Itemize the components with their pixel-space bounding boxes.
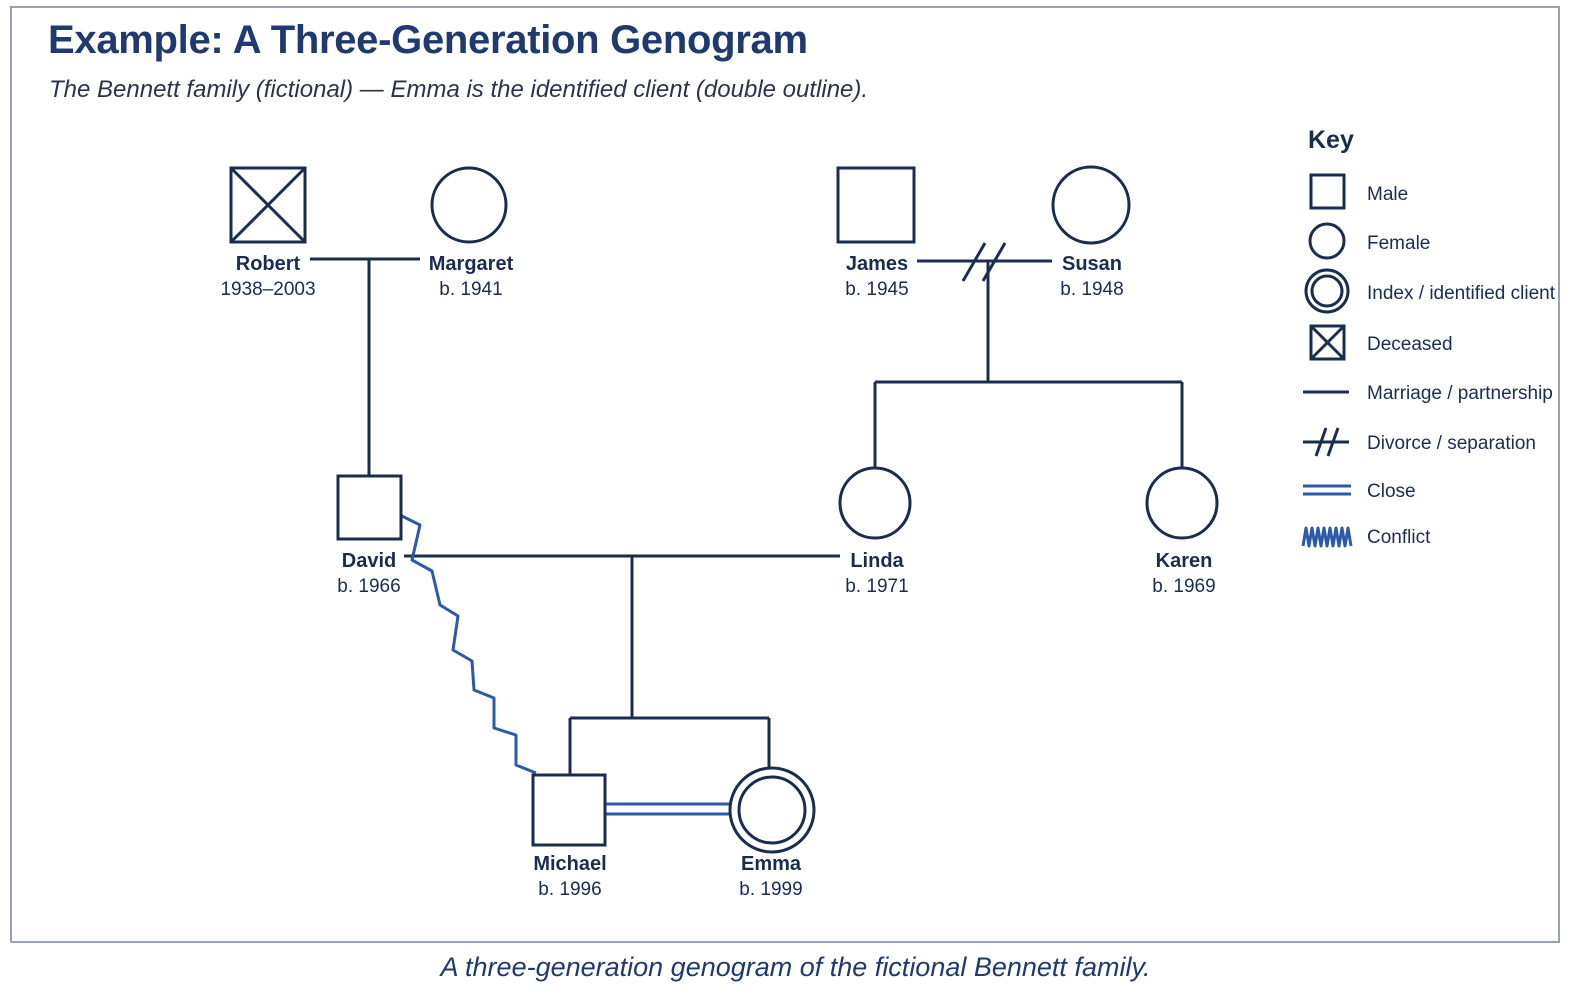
karen-name: Karen [1156, 550, 1213, 572]
michael-years: b. 1996 [538, 879, 601, 900]
legend-label-conflict: Conflict [1367, 527, 1431, 548]
legend-label-deceased: Deceased [1367, 334, 1453, 355]
robert-years: 1938–2003 [220, 279, 315, 300]
person-michael-male-icon [531, 773, 607, 847]
james-name: James [846, 253, 908, 275]
legend-label-female: Female [1367, 233, 1430, 254]
robert-name: Robert [236, 253, 301, 275]
deceased-crossed-square-icon [1309, 324, 1346, 361]
person-linda-female-icon [838, 466, 912, 540]
linda-years: b. 1971 [845, 576, 908, 597]
michael-name: Michael [533, 853, 606, 875]
person-james-male-icon [836, 166, 916, 244]
person-david-male-icon [336, 474, 403, 541]
divorce-slash-icon [961, 242, 1007, 282]
person-margaret-female-icon [430, 166, 508, 244]
james-years: b. 1945 [845, 279, 908, 300]
divorce-slash-icon [1303, 427, 1349, 457]
susan-years: b. 1948 [1060, 279, 1123, 300]
legend-label-divorce: Divorce / separation [1367, 433, 1536, 454]
susan-name: Susan [1062, 253, 1122, 275]
legend-label-index: Index / identified client [1367, 283, 1556, 304]
female-circle-icon [1308, 222, 1346, 260]
conflict-zigzag-icon [1301, 526, 1353, 548]
legend-label-close: Close [1367, 481, 1416, 502]
margaret-name: Margaret [429, 253, 514, 275]
legend: Key [1301, 126, 1556, 548]
david-years: b. 1966 [337, 576, 400, 597]
page-subtitle: The Bennett family (fictional) — Emma is… [49, 76, 869, 103]
legend-label-marriage: Marriage / partnership [1367, 383, 1553, 404]
page-title: Example: A Three-Generation Genogram [48, 18, 808, 62]
legend-label-male: Male [1367, 184, 1408, 205]
person-susan-female-icon [1051, 165, 1131, 245]
close-double-line-icon [1303, 484, 1351, 496]
emma-years: b. 1999 [739, 879, 802, 900]
margaret-years: b. 1941 [439, 279, 502, 300]
male-square-icon [1309, 173, 1346, 210]
conflict-zigzag-david-michael [399, 513, 537, 775]
emma-name: Emma [741, 853, 802, 875]
karen-years: b. 1969 [1152, 576, 1215, 597]
david-name: David [342, 550, 396, 572]
linda-name: Linda [850, 550, 904, 572]
close-double-line-michael-emma [606, 802, 730, 816]
index-double-circle-icon [1304, 268, 1350, 314]
person-emma-index-client-icon [728, 766, 816, 854]
legend-title: Key [1308, 126, 1354, 154]
figure-caption: A three-generation genogram of the ficti… [440, 952, 1151, 982]
person-karen-female-icon [1145, 466, 1219, 540]
person-robert-deceased-male-icon [229, 166, 307, 244]
